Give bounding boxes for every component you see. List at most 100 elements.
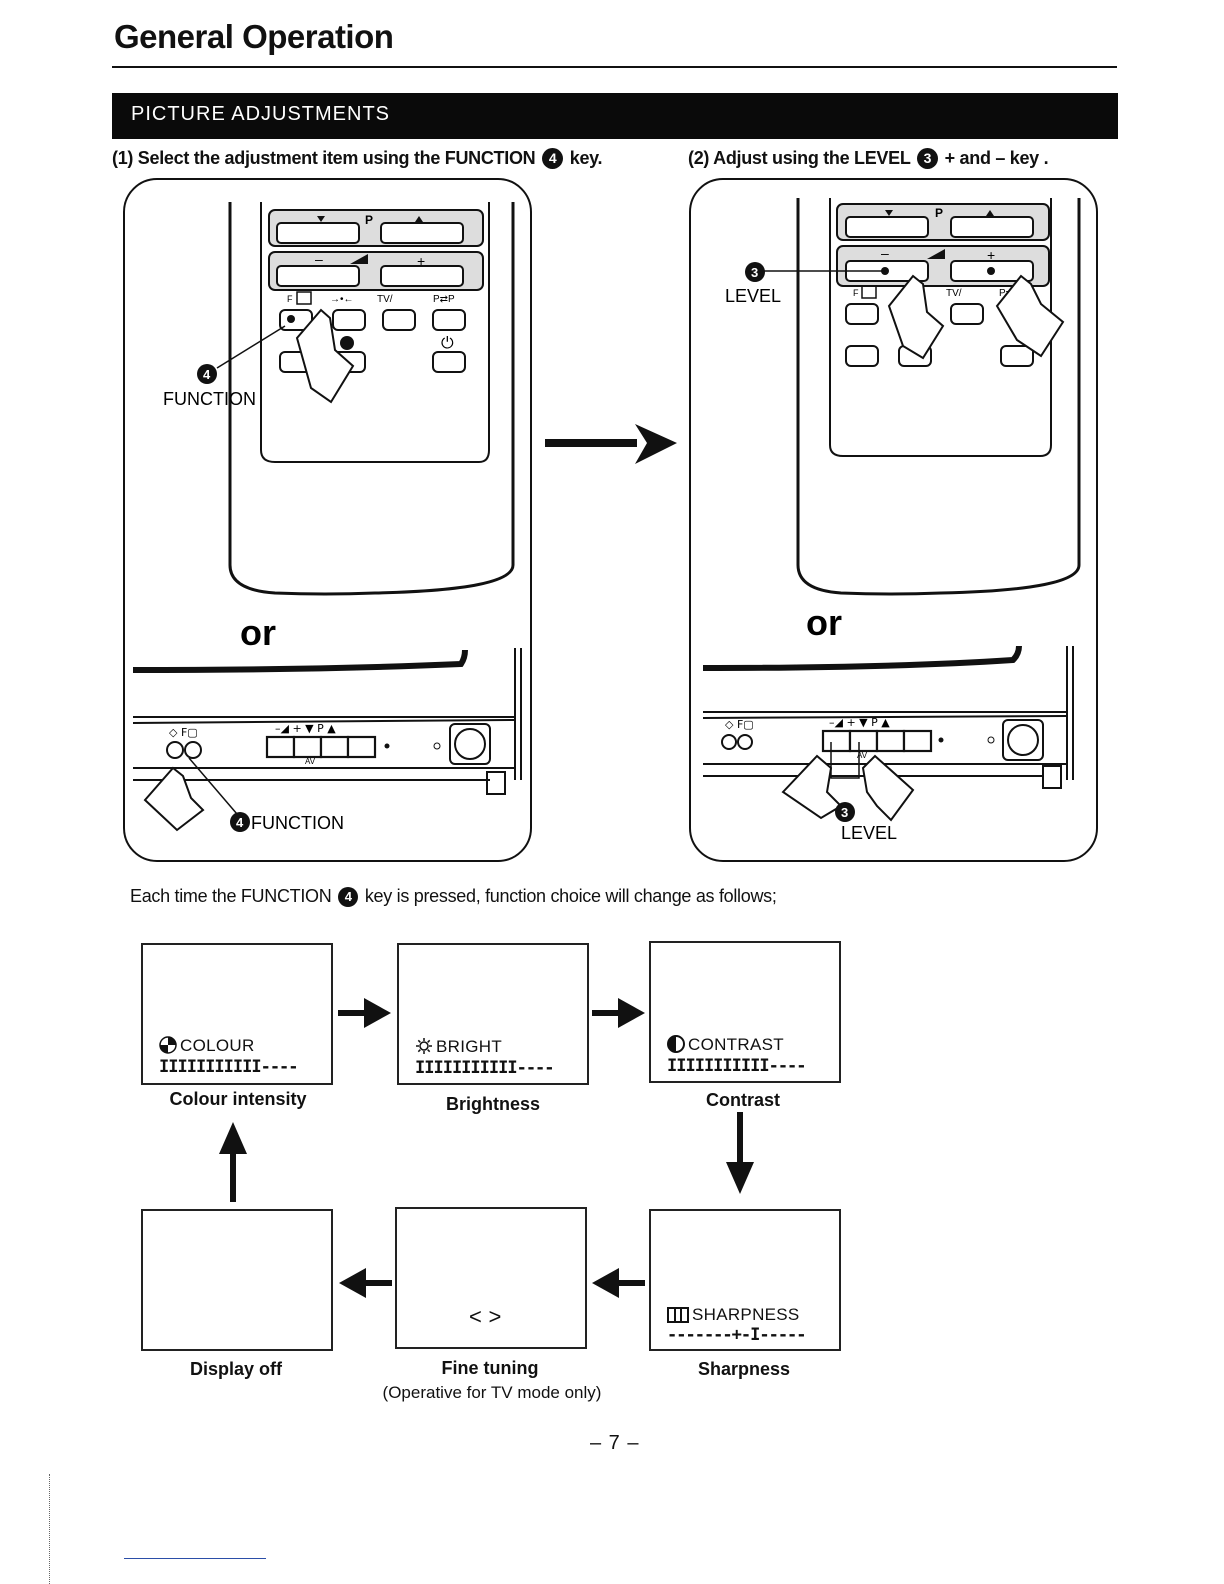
mute-key bbox=[845, 345, 879, 367]
caption-suffix: key is pressed, function choice will cha… bbox=[364, 886, 777, 906]
pressing-hand-icon bbox=[295, 308, 355, 404]
sharpness-osd-label: SHARPNESS bbox=[667, 1305, 800, 1325]
program-up-key bbox=[380, 222, 464, 244]
f-key-label: F bbox=[287, 294, 293, 304]
power-icon: ⏻ bbox=[441, 333, 454, 352]
remote-key-panel bbox=[829, 198, 1052, 457]
tv-level-callout-lines bbox=[830, 742, 860, 779]
pp-key-label: P⇄P bbox=[433, 294, 455, 305]
bright-level-bar: IIIIIIIIIII---- bbox=[415, 1058, 555, 1078]
level-callout-badge bbox=[745, 262, 765, 282]
colour-intensity-label: Colour intensity bbox=[169, 1089, 307, 1109]
step-2-text: (2) Adjust using the LEVEL bbox=[688, 148, 911, 168]
program-down-key bbox=[276, 222, 360, 244]
pressing-hand-left-icon bbox=[887, 274, 945, 360]
tv-av-key-label: TV/ bbox=[946, 288, 962, 299]
tv-av-key bbox=[382, 309, 416, 331]
function-key-illustration-panel: P – + F →•← TV/ P⇄P ⏻ 4 FUNCTION bbox=[123, 178, 532, 862]
volume-wedge-icon bbox=[927, 249, 945, 259]
remote-key-panel bbox=[260, 202, 490, 463]
f-key-icon bbox=[296, 291, 312, 305]
sharpness-label: Sharpness bbox=[697, 1359, 791, 1379]
contrast-icon bbox=[667, 1035, 685, 1053]
tv-level-callout-label: LEVEL bbox=[841, 823, 897, 843]
tv-function-callout-number: 4 bbox=[236, 815, 244, 830]
caption-function-badge: 4 bbox=[338, 887, 359, 907]
fine-tuning-label: Fine tuning bbox=[441, 1358, 539, 1378]
function-callout-badge bbox=[197, 364, 217, 384]
contrast-label: Contrast bbox=[705, 1090, 780, 1110]
contrast-level-bar: IIIIIIIIIII---- bbox=[667, 1056, 807, 1076]
sharpness-icon bbox=[667, 1307, 689, 1323]
or-text: or bbox=[806, 602, 842, 643]
tv-pressing-hand-left-icon bbox=[781, 754, 843, 820]
level-minus-label: – bbox=[315, 251, 323, 267]
function-callout-label: FUNCTION bbox=[163, 389, 256, 409]
sharpness-osd-screen: SHARPNESS -------+-I----- bbox=[649, 1209, 841, 1351]
tv-level-callout-badge bbox=[835, 802, 855, 822]
function-key-number-badge: 4 bbox=[542, 148, 564, 169]
recall-key bbox=[332, 309, 366, 331]
program-up-key bbox=[950, 216, 1034, 238]
contrast-osd-text: CONTRAST bbox=[688, 1035, 784, 1054]
tv-panel-key-labels: –◢ + ▼ P ▲ bbox=[275, 722, 336, 735]
colour-osd-text: COLOUR bbox=[180, 1036, 255, 1055]
remote-control-body bbox=[228, 202, 515, 596]
recall-key-label: →•← bbox=[330, 294, 354, 305]
tv-av-key bbox=[950, 303, 984, 325]
fine-tuning-osd: < > bbox=[469, 1304, 502, 1329]
function-callout-line bbox=[216, 325, 286, 369]
fine-tuning-note: (Operative for TV mode only) bbox=[382, 1383, 602, 1402]
level-plus-press-dot bbox=[987, 267, 995, 275]
arrow-down-icon bbox=[726, 1112, 754, 1194]
tv-top-edge bbox=[702, 645, 1022, 671]
arrow-right-icon bbox=[338, 998, 391, 1028]
colour-level-bar: IIIIIIIIIII---- bbox=[159, 1057, 299, 1077]
step-2-heading: (2) Adjust using the LEVEL 3 + and – key… bbox=[688, 148, 1049, 169]
tv-side-edge bbox=[1066, 646, 1074, 780]
footer-rule bbox=[124, 1558, 266, 1559]
tv-function-button bbox=[721, 734, 737, 750]
f-key-label: F bbox=[853, 288, 859, 298]
colour-osd-label: COLOUR bbox=[159, 1036, 255, 1056]
tv-av-label: AV bbox=[305, 757, 316, 766]
tv-pressing-hand-right-icon bbox=[861, 754, 915, 822]
or-text: or bbox=[240, 612, 276, 653]
tv-function-callout-label: FUNCTION bbox=[251, 813, 344, 833]
brightness-sun-icon bbox=[416, 1038, 432, 1054]
step-1-heading: (1) Select the adjustment item using the… bbox=[112, 148, 603, 169]
arrow-left-icon bbox=[592, 1268, 645, 1298]
arrow-up-icon bbox=[219, 1122, 247, 1202]
level-callout-number: 3 bbox=[751, 265, 758, 280]
contrast-osd-screen: CONTRAST IIIIIIIIIII---- bbox=[649, 941, 841, 1083]
display-off-screen bbox=[141, 1209, 333, 1351]
tv-av-label: AV bbox=[857, 751, 868, 760]
tv-standby-button bbox=[184, 741, 202, 759]
tv-pressing-hand-icon bbox=[143, 766, 205, 832]
title-rule bbox=[112, 66, 1117, 68]
pressing-hand-right-icon bbox=[995, 274, 1065, 358]
display-off-label: Display off bbox=[189, 1359, 282, 1379]
bright-osd-text: BRIGHT bbox=[436, 1037, 503, 1056]
tv-standby-button bbox=[737, 734, 753, 750]
tv-av-key-label: TV/ bbox=[377, 294, 393, 305]
function-cycle-caption: Each time the FUNCTION 4 key is pressed,… bbox=[130, 886, 777, 907]
tv-panel-icons: ◇ F▢ bbox=[725, 718, 754, 731]
level-minus-label: – bbox=[881, 245, 889, 261]
volume-up-key bbox=[380, 265, 464, 287]
tv-function-callout-badge bbox=[230, 812, 250, 832]
arrow-left-icon bbox=[339, 1268, 392, 1298]
step-2-suffix: + and – key . bbox=[944, 148, 1049, 168]
volume-down-key bbox=[276, 265, 360, 287]
function-key-press-dot bbox=[287, 315, 295, 323]
arrow-right-icon bbox=[592, 998, 645, 1028]
page-number: – 7 – bbox=[590, 1432, 640, 1454]
f-key-icon bbox=[861, 285, 877, 299]
page-title: General Operation bbox=[114, 18, 394, 55]
bright-osd-label: BRIGHT bbox=[415, 1037, 502, 1057]
tv-side-edge bbox=[514, 648, 522, 780]
next-step-arrow-icon bbox=[545, 424, 677, 464]
volume-wedge-icon bbox=[350, 254, 368, 264]
standby-key bbox=[1000, 345, 1034, 367]
tv-front-keys bbox=[821, 729, 933, 753]
